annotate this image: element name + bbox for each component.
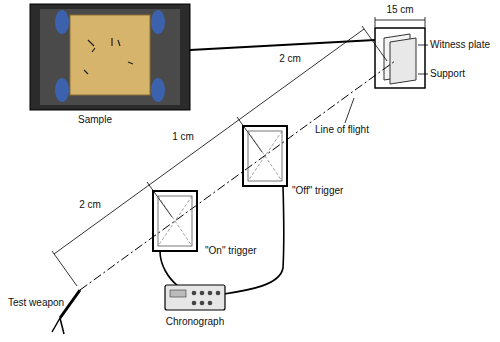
sample-photo-part <box>55 10 69 34</box>
chronograph-part <box>208 301 213 306</box>
part-label: "On" trigger <box>205 245 257 257</box>
dimension-label: 1 cm <box>172 131 194 143</box>
width-dimension-part <box>375 20 425 21</box>
off-trigger-frame-part <box>248 131 282 181</box>
trigger-cables <box>160 186 284 294</box>
sample-photo-part <box>70 15 150 95</box>
sample-photo-part <box>55 78 69 102</box>
chronograph-part <box>208 291 213 296</box>
sample-photo-part <box>40 9 180 105</box>
chronograph-part <box>170 290 186 297</box>
width-dimension-part <box>425 17 426 27</box>
on-trigger-frame-part <box>158 196 192 246</box>
sample-photo-part <box>151 78 165 102</box>
chronograph-part <box>200 291 205 296</box>
distance-dimensions-part <box>362 26 387 61</box>
trigger-cables-part <box>160 251 178 286</box>
distance-dimensions-part <box>237 117 262 152</box>
part-label: Chronograph <box>166 316 224 328</box>
part-label: Test weapon <box>8 297 64 309</box>
dimension-label: 2 cm <box>79 199 101 211</box>
off-trigger-frame-part <box>248 131 282 181</box>
chronograph-part <box>216 291 221 296</box>
test-weapon <box>52 290 80 334</box>
sample-photo-part <box>30 4 190 110</box>
chronograph-part <box>165 285 225 310</box>
part-label: Witness plate <box>430 39 490 51</box>
on-trigger-frame <box>153 191 197 251</box>
distance-dimensions <box>52 26 387 286</box>
sample-photo-part <box>84 38 133 74</box>
dimension-label: 15 cm <box>386 4 413 16</box>
off-trigger-frame <box>243 126 287 186</box>
chronograph-part <box>192 301 197 306</box>
part-label: "Off" trigger <box>292 185 343 197</box>
test-weapon-part <box>52 318 64 334</box>
sample-photo-part <box>151 10 165 34</box>
distance-dimensions-part <box>147 182 172 217</box>
witness-plate-box <box>375 28 428 88</box>
line-of-flight-part <box>345 98 354 123</box>
chronograph <box>165 285 225 310</box>
chronograph-part <box>200 301 205 306</box>
distance-dimensions-part <box>52 251 77 286</box>
part-label: Support <box>430 68 465 80</box>
dimension-label: 2 cm <box>279 53 301 65</box>
on-trigger-frame-part <box>158 196 192 246</box>
distance-dimensions-part <box>54 29 364 254</box>
line-of-flight-part <box>80 61 395 290</box>
witness-plate-box-part <box>418 74 428 75</box>
width-dimension-part <box>375 17 376 27</box>
witness-plate-box-part <box>418 45 428 46</box>
witness-plate-box-part <box>390 38 416 84</box>
part-label: Sample <box>78 114 112 126</box>
sample-photo <box>30 4 190 110</box>
witness-plate-box-part <box>375 28 425 88</box>
chronograph-part <box>192 291 197 296</box>
width-dimension <box>375 17 425 27</box>
off-trigger-frame-part <box>243 126 287 186</box>
part-label: Line of flight <box>315 124 369 136</box>
trigger-cables-part <box>224 186 284 294</box>
on-trigger-frame-part <box>153 191 197 251</box>
line-of-flight <box>80 61 395 290</box>
